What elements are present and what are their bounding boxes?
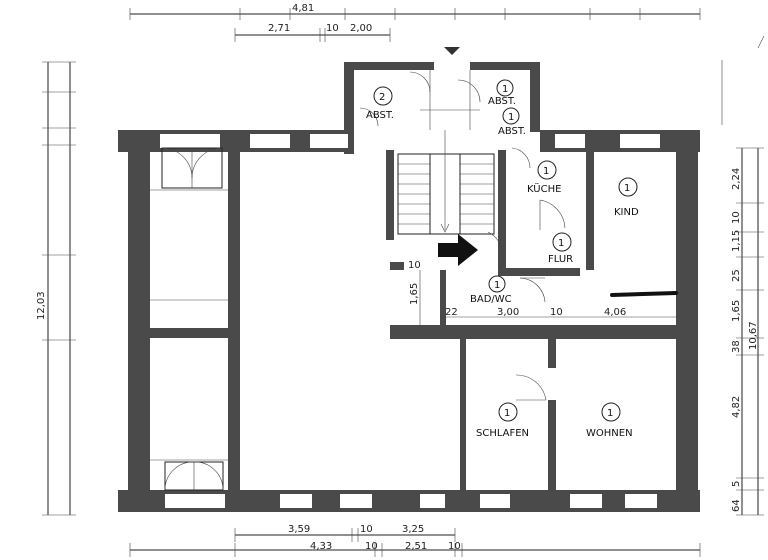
- dim-bottom-2d: 10: [448, 541, 461, 552]
- dim-right-8: 5: [731, 481, 742, 487]
- room-label: BAD/WC: [470, 294, 512, 305]
- room-kind: 1 KIND: [614, 177, 639, 218]
- room-flur: 1 FLUR: [548, 232, 573, 265]
- door-swings: [359, 71, 566, 401]
- room-schlafen: 1 SCHLAFEN: [476, 402, 529, 439]
- bottom-dimension-chain-2: 4,33 10 2,51 10: [129, 541, 701, 557]
- dim-bottom-1c: 3,25: [402, 524, 424, 535]
- room-number: 1: [558, 238, 564, 249]
- inner-dimensions: 1,65 22 3,00 10 4,06 10: [408, 260, 680, 325]
- top-dimension-chain: 4,81: [129, 3, 701, 20]
- dim-right-3: 1,15: [731, 230, 742, 252]
- dim-inner-c: 3,00: [497, 307, 519, 318]
- room-label: FLUR: [548, 254, 573, 265]
- dim-top-c: 2,00: [350, 23, 372, 34]
- room-label: ABST.: [366, 110, 394, 121]
- room-number: 1: [494, 280, 500, 291]
- dim-right-1: 2,24: [731, 168, 742, 190]
- dim-right-5: 1,65: [731, 300, 742, 322]
- dim-right-7: 4,82: [731, 396, 742, 418]
- room-kueche: 1 KÜCHE: [527, 160, 561, 195]
- right-arrow-icon: [438, 234, 478, 266]
- interior-walls: [150, 132, 680, 493]
- room-label: SCHLAFEN: [476, 428, 529, 439]
- right-dimension-chain: 2,24 10 1,15 25 1,65 38 4,82 5 64 10,67: [721, 60, 764, 516]
- room-wohnen: 1 WOHNEN: [586, 402, 633, 439]
- left-dimension-chain: 12,03: [36, 61, 76, 516]
- room-number: 1: [624, 183, 630, 194]
- room-number: 1: [504, 408, 510, 419]
- down-triangle-icon: [444, 47, 460, 55]
- dim-top-a: 2,71: [268, 23, 290, 34]
- balcony-doors: [150, 147, 228, 491]
- room-label: KÜCHE: [527, 182, 561, 195]
- dim-right-6: 38: [731, 340, 742, 353]
- top-dimension-chain-2: 2,71 10 2,00: [234, 23, 391, 42]
- dim-top-b: 10: [326, 23, 339, 34]
- room-number: 2: [379, 92, 385, 103]
- dim-inner-a: 1,65: [409, 283, 420, 305]
- dim-right-9: 64: [731, 499, 742, 512]
- room-label: WOHNEN: [586, 428, 633, 439]
- dim-inner-f: 10: [408, 260, 421, 271]
- dim-bottom-2a: 4,33: [310, 541, 332, 552]
- room-number: 1: [508, 112, 514, 123]
- dim-bottom-1a: 3,59: [288, 524, 310, 535]
- dim-bottom-2c: 2,51: [405, 541, 427, 552]
- dim-bottom-2b: 10: [365, 541, 378, 552]
- room-label: ABST.: [498, 126, 526, 137]
- room-abst-2: 2 ABST.: [366, 86, 394, 121]
- room-bad-wc: 1 BAD/WC: [470, 275, 512, 305]
- room-number: 1: [502, 84, 508, 95]
- dim-right-2: 10: [731, 211, 742, 224]
- corner-mark: [757, 35, 765, 49]
- dim-inner-d: 10: [550, 307, 563, 318]
- dim-right-4: 25: [731, 269, 742, 282]
- room-abst-1a: 1 ABST.: [488, 79, 516, 107]
- dim-top-total: 4,81: [292, 3, 314, 14]
- room-number: 1: [543, 166, 549, 177]
- dim-left-total: 12,03: [36, 291, 47, 320]
- dim-right-total: 10,67: [748, 321, 759, 350]
- room-label: ABST.: [488, 96, 516, 107]
- dim-inner-e: 4,06: [604, 307, 626, 318]
- bottom-dimension-chain-1: 3,59 10 3,25: [234, 524, 456, 542]
- staircase: [397, 70, 495, 235]
- room-number: 1: [607, 408, 613, 419]
- room-abst-1b: 1 ABST.: [498, 107, 526, 137]
- dim-inner-b: 22: [445, 307, 458, 318]
- dim-bottom-1b: 10: [360, 524, 373, 535]
- thick-marker-line: [610, 291, 678, 297]
- room-label: KIND: [614, 207, 639, 218]
